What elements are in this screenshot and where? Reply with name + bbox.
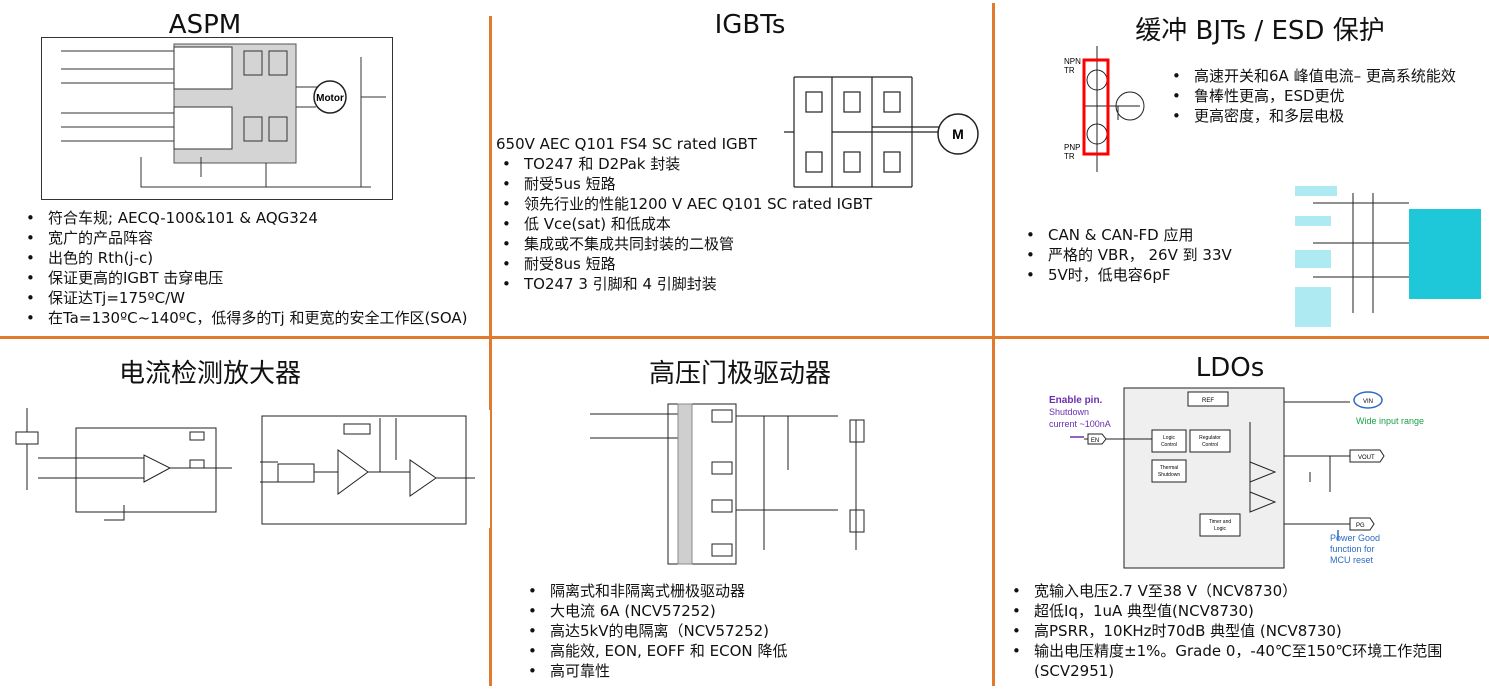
bjt-bullet: 更高密度，和多层电极 bbox=[1166, 106, 1466, 126]
igbts-bullet: 耐受8us 短路 bbox=[496, 254, 936, 274]
igbts-bullet: 低 Vce(sat) 和低成本 bbox=[496, 214, 936, 234]
csa-schematic-left bbox=[14, 400, 254, 525]
bjt-snubber-schematic: NPN TR PNP TR bbox=[1060, 46, 1160, 172]
hv-bullets: 隔离式和非隔离式栅极驱动器 大电流 6A (NCV57252) 高达5kV的电隔… bbox=[522, 581, 982, 681]
ldo-en-pin: EN bbox=[1091, 438, 1099, 444]
hv-bullet: 隔离式和非隔离式栅极驱动器 bbox=[522, 581, 982, 601]
bjt-bullets-top: 高速开关和6A 峰值电流– 更高系统能效 鲁棒性更高，ESD更优 更高密度，和多… bbox=[1166, 66, 1466, 126]
aspm-schematic: Motor bbox=[41, 37, 393, 200]
ldo-timer-logic-label: Logic bbox=[1214, 526, 1226, 532]
hv-gate-driver-title: 高压门极驱动器 bbox=[648, 359, 831, 389]
npn-tr-label: TR bbox=[1064, 66, 1075, 75]
hv-bullet: 高达5kV的电隔离（NCV57252) bbox=[522, 621, 982, 641]
ldo-bullet: 超低Iq，1uA 典型值(NCV8730) bbox=[1006, 601, 1456, 621]
bjt-esd-title: 缓冲 BJTs / ESD 保护 bbox=[1135, 16, 1385, 46]
ldo-timer-label: Timer and bbox=[1209, 519, 1232, 525]
hv-bullet-efficiency: 高能效, EON, EOFF 和 ECON 降低 bbox=[522, 641, 982, 661]
ldo-bullet: 高PSRR，10KHz时70dB 典型值 (NCV8730) bbox=[1006, 621, 1456, 641]
aspm-bullet: 保证更高的IGBT 击穿电压 bbox=[20, 268, 490, 288]
ldo-schematic: REF Logic Control Regulator Control Ther… bbox=[1040, 382, 1440, 572]
ldo-bullet: 宽输入电压2.7 V至38 V（NCV8730） bbox=[1006, 581, 1456, 601]
ldo-bullet: 输出电压精度±1%。Grade 0，-40℃至150℃环境工作范围 (SCV29… bbox=[1006, 641, 1456, 681]
divider-horizontal bbox=[0, 336, 1489, 339]
bjt-bullet: 鲁棒性更高，ESD更优 bbox=[1166, 86, 1466, 106]
igbts-bullet: 集成或不集成共同封装的二极管 bbox=[496, 234, 936, 254]
aspm-bullet: 保证达Tj=175ºC/W bbox=[20, 288, 490, 308]
bjt-bullet: 严格的 VBR， 26V 到 33V bbox=[1020, 245, 1290, 265]
divider-vertical-left bbox=[489, 16, 492, 686]
igbts-bullet: 领先行业的性能1200 V AEC Q101 SC rated IGBT bbox=[496, 194, 936, 214]
igbts-bullet: TO247 和 D2Pak 封装 bbox=[496, 154, 936, 174]
ldo-vin-pin: VIN bbox=[1363, 399, 1373, 405]
bjt-bullets-bottom: CAN & CAN-FD 应用 严格的 VBR， 26V 到 33V 5V时，低… bbox=[1020, 225, 1290, 285]
ldo-title: LDOs bbox=[1195, 353, 1265, 383]
aspm-motor-label: Motor bbox=[316, 93, 344, 104]
npn-label: NPN bbox=[1064, 57, 1081, 66]
igbts-bullet: 耐受5us 短路 bbox=[496, 174, 936, 194]
ldo-reg-control-label: Control bbox=[1202, 442, 1218, 448]
aspm-bullet: 符合车规; AECQ-100&101 & AQG324 bbox=[20, 208, 490, 228]
bjt-bullet: 5V时，低电容6pF bbox=[1020, 265, 1290, 285]
pnp-tr-label: TR bbox=[1064, 152, 1075, 161]
csa-schematic-right bbox=[260, 410, 490, 528]
divider-vertical-right bbox=[992, 3, 995, 686]
ldo-mcu-reset-label: MCU reset bbox=[1330, 555, 1374, 565]
csa-title: 电流检测放大器 bbox=[118, 359, 301, 389]
igbts-heading: 650V AEC Q101 FS4 SC rated IGBT bbox=[496, 135, 758, 153]
ldo-power-good-label: Power Good bbox=[1330, 533, 1380, 543]
aspm-title: ASPM bbox=[168, 10, 242, 40]
ldo-bullets: 宽输入电压2.7 V至38 V（NCV8730） 超低Iq，1uA 典型值(NC… bbox=[1006, 581, 1456, 681]
hv-gate-driver-schematic bbox=[588, 400, 888, 570]
aspm-bullets: 符合车规; AECQ-100&101 & AQG324 宽广的产品阵容 出色的 … bbox=[20, 208, 490, 328]
ldo-vout-pin: VOUT bbox=[1358, 455, 1375, 461]
hv-bullet: 高可靠性 bbox=[522, 661, 982, 681]
igbts-bullet: TO247 3 引脚和 4 引脚封装 bbox=[496, 274, 936, 294]
ldo-logic-label: Logic bbox=[1163, 435, 1175, 441]
ldo-shutdown-label: Shutdown bbox=[1049, 407, 1089, 417]
ldo-current-label: current ~100nA bbox=[1049, 419, 1111, 429]
esd-can-schematic bbox=[1293, 183, 1483, 329]
ldo-control-label: Control bbox=[1161, 442, 1177, 448]
hv-bullet: 大电流 6A (NCV57252) bbox=[522, 601, 982, 621]
ldo-thermal-label: Thermal bbox=[1160, 465, 1178, 471]
ldo-thermal-shutdown-label: Shutdown bbox=[1158, 472, 1180, 478]
ldo-function-for-label: function for bbox=[1330, 544, 1375, 554]
igbts-motor-label: M bbox=[952, 126, 964, 142]
pnp-label: PNP bbox=[1064, 143, 1080, 152]
aspm-bullet: 在Ta=130ºC~140ºC，低得多的Tj 和更宽的安全工作区(SOA) bbox=[20, 308, 490, 328]
igbts-bullets: TO247 和 D2Pak 封装 耐受5us 短路 领先行业的性能1200 V … bbox=[496, 154, 936, 294]
ldo-enable-pin-label: Enable pin. bbox=[1049, 395, 1103, 406]
aspm-bullet: 宽广的产品阵容 bbox=[20, 228, 490, 248]
ldo-regulator-label: Regulator bbox=[1199, 435, 1221, 441]
aspm-bullet: 出色的 Rth(j-c) bbox=[20, 248, 490, 268]
igbts-title: IGBTs bbox=[714, 10, 786, 40]
bjt-bullet: 高速开关和6A 峰值电流– 更高系统能效 bbox=[1166, 66, 1466, 86]
ldo-pg-pin: PG bbox=[1356, 523, 1365, 529]
bjt-bullet: CAN & CAN-FD 应用 bbox=[1020, 225, 1290, 245]
ldo-ref-label: REF bbox=[1202, 398, 1214, 404]
ldo-wide-input-label: Wide input range bbox=[1356, 416, 1424, 426]
